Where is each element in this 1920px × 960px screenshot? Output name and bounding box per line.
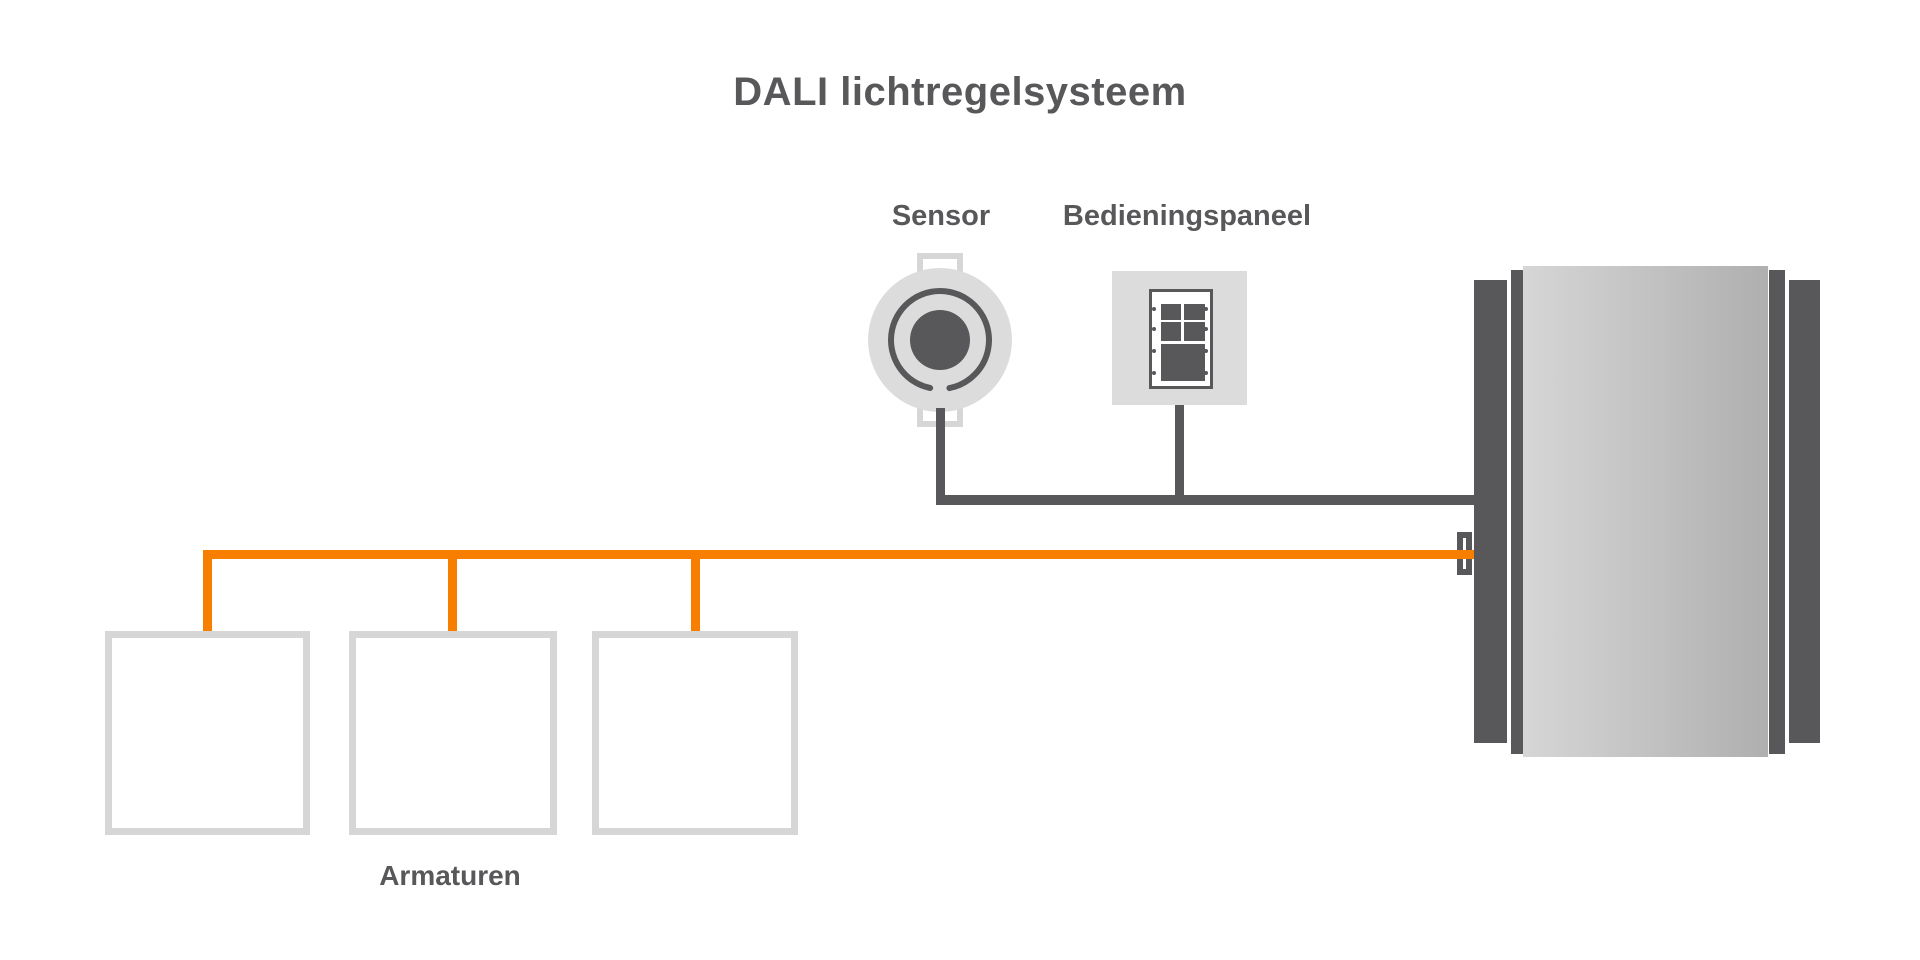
- control-bus-wire: [936, 495, 1474, 505]
- screw-dot: [1152, 327, 1156, 331]
- panel-button: [1184, 322, 1205, 341]
- dali-controller-icon: [1523, 266, 1768, 757]
- screw-dot: [1152, 371, 1156, 375]
- dali-bus-drop-wire: [203, 550, 212, 631]
- control-panel-icon: [1112, 271, 1247, 405]
- control-panel-label: Bedieningspaneel: [1062, 200, 1312, 232]
- controller-flange-outer-left: [1474, 280, 1507, 743]
- controller-flange-inner-right: [1769, 270, 1785, 754]
- sensor-ring-icon: [887, 288, 992, 392]
- dali-bus-wire: [203, 550, 1474, 559]
- screw-dot: [1204, 371, 1208, 375]
- dali-bus-drop-wire: [448, 559, 457, 631]
- sensor-label: Sensor: [891, 200, 991, 232]
- fixtures-label: Armaturen: [379, 860, 521, 891]
- sensor-lens-icon: [910, 310, 970, 370]
- fixture-box: [592, 631, 798, 835]
- fixture-box: [349, 631, 557, 835]
- screw-dot: [1152, 307, 1156, 311]
- screw-dot: [1204, 327, 1208, 331]
- fixture-box: [105, 631, 310, 835]
- control-panel-wire: [1175, 405, 1184, 500]
- panel-button: [1184, 304, 1205, 320]
- panel-button: [1161, 304, 1181, 320]
- controller-flange-outer-right: [1789, 280, 1820, 743]
- panel-display: [1161, 344, 1205, 381]
- control-panel-faceplate: [1149, 289, 1213, 389]
- controller-flange-inner-left: [1511, 270, 1523, 754]
- screw-dot: [1204, 307, 1208, 311]
- dali-bus-drop-wire: [691, 559, 700, 631]
- sensor-wire: [936, 408, 945, 500]
- page-title: DALI lichtregelsysteem: [733, 70, 1187, 114]
- panel-button: [1161, 322, 1181, 341]
- screw-dot: [1204, 349, 1208, 353]
- screw-dot: [1152, 349, 1156, 353]
